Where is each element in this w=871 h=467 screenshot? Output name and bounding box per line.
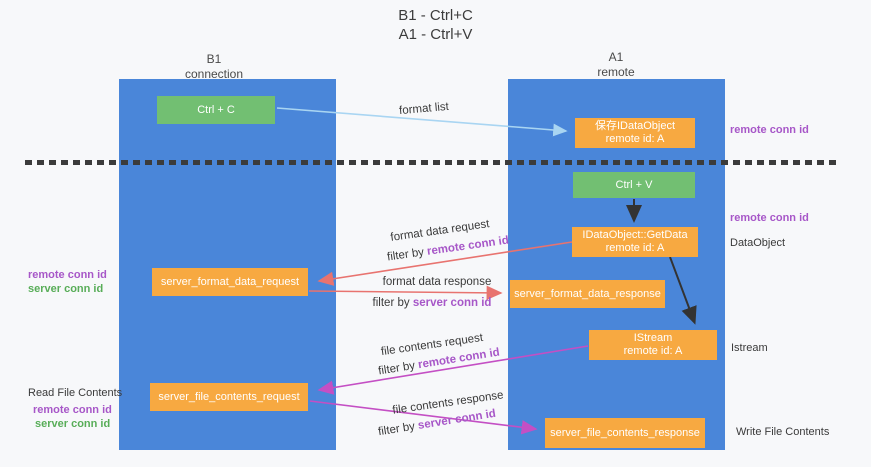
format-list-label: format list (398, 100, 450, 118)
save-dataobject-line2: remote id: A (605, 133, 665, 145)
filter-by-text: filter by (386, 245, 428, 264)
server-format-data-request-label: server_format_data_request (160, 275, 300, 288)
left-remote-conn-id-2: remote conn id (33, 404, 112, 416)
server-conn-id-key: server conn id (412, 297, 492, 309)
server-file-contents-response-label: server_file_contents_response (550, 426, 700, 439)
column-a1-name: A1 (608, 50, 624, 64)
filter-by-text: filter by (372, 297, 413, 309)
format-data-response-label: format data response (382, 276, 492, 288)
istream-line1: IStream (633, 332, 673, 344)
server-format-data-response-label: server_format_data_response (514, 287, 661, 300)
left-server-conn-id-2: server conn id (35, 418, 111, 430)
format-data-response-arrow (308, 285, 503, 301)
format-data-response-filter-label: filter by server conn id (373, 297, 492, 309)
save-dataobject-box: 保存IDataObject remote id: A (575, 118, 695, 148)
right-remote-conn-id-top: remote conn id (730, 124, 809, 136)
ctrl-c-box: Ctrl + C (157, 96, 275, 124)
write-file-contents-label: Write File Contents (736, 426, 830, 438)
ctrl-c-label: Ctrl + C (197, 103, 235, 116)
server-file-contents-request-label: server_file_contents_request (158, 390, 300, 403)
read-file-contents-label: Read File Contents (28, 387, 123, 399)
filter-by-text: filter by (377, 359, 420, 378)
ctrl-v-box: Ctrl + V (573, 172, 695, 198)
getdata-line2: remote id: A (605, 242, 665, 254)
getdata-box: IDataObject::GetData remote id: A (572, 227, 698, 257)
getdata-line1: IDataObject::GetData (582, 229, 688, 241)
phase-divider (25, 160, 837, 165)
ctrl-v-label: Ctrl + V (615, 178, 653, 191)
filter-by-text: filter by (377, 420, 419, 439)
left-server-conn-id-1: server conn id (28, 283, 104, 295)
istream-side-label: Istream (731, 342, 768, 354)
diagram-title-line2: A1 - Ctrl+V (398, 26, 473, 43)
istream-box: IStream remote id: A (589, 330, 717, 360)
save-dataobject-line1: 保存IDataObject (594, 120, 676, 132)
remote-conn-id-key: remote conn id (426, 234, 510, 258)
diagram-title-line1: B1 - Ctrl+C (398, 7, 473, 24)
column-label-a1: A1 remote (597, 50, 634, 80)
right-remote-conn-id-mid: remote conn id (730, 212, 809, 224)
server-file-contents-request-box: server_file_contents_request (150, 383, 308, 411)
server-format-data-response-box: server_format_data_response (510, 280, 665, 308)
column-label-b1: B1 connection (185, 52, 243, 82)
server-format-data-request-box: server_format_data_request (152, 268, 308, 296)
column-b1-name: B1 (206, 52, 222, 66)
column-a1-role: remote (597, 65, 635, 79)
server-file-contents-response-box: server_file_contents_response (545, 418, 705, 448)
left-remote-conn-id-1: remote conn id (28, 269, 107, 281)
dataobject-label: DataObject (730, 237, 786, 249)
istream-line2: remote id: A (623, 345, 683, 357)
column-b1-role: connection (184, 67, 244, 81)
